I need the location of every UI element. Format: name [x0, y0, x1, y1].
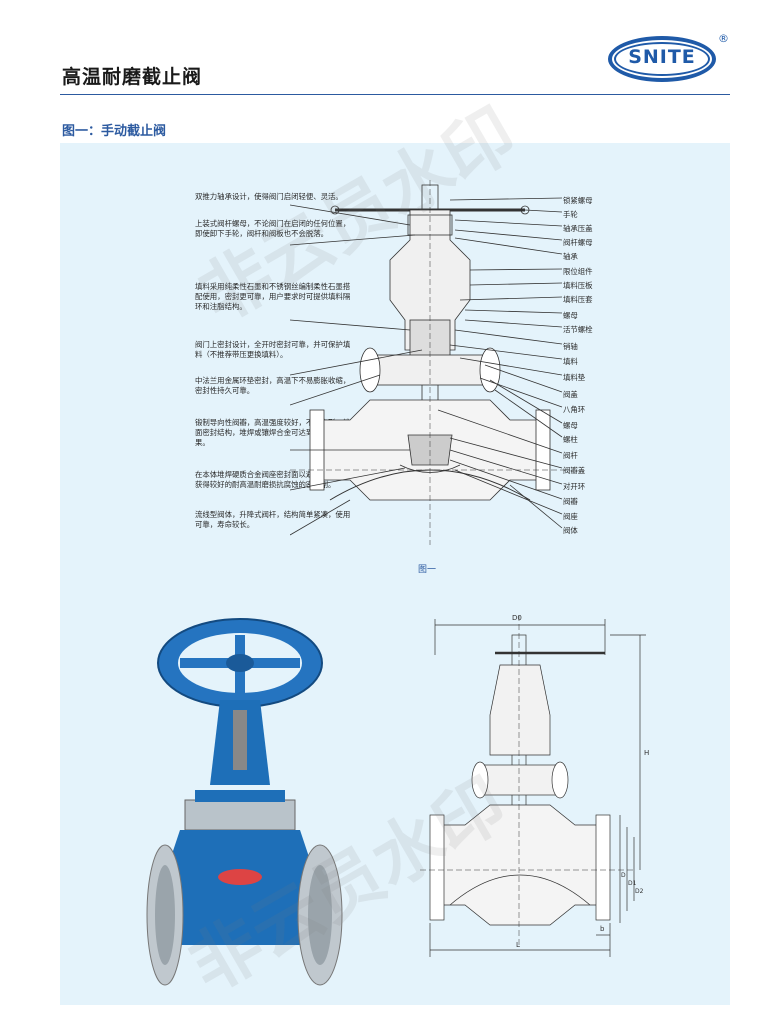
part-label: 轴承	[563, 252, 578, 261]
note-upper-seal: 阀门上密封设计，全开时密封可靠，并可保护填料（不推荐带压更换填料）。	[195, 340, 351, 359]
dim-d0: D0	[512, 614, 522, 622]
logo-text: SNITE	[628, 46, 696, 68]
dim-d2: D2	[635, 888, 644, 895]
part-label: 填料垫	[563, 373, 586, 382]
part-label: 填料压板	[563, 281, 593, 290]
part-label: 活节螺栓	[563, 325, 593, 334]
valve-cross-section-drawing	[290, 180, 570, 545]
note-ring-gasket: 中法兰用金属环垫密封，高温下不易膨胀收缩，密封性持久可靠。	[195, 376, 351, 395]
part-label: 手轮	[563, 210, 578, 219]
dim-h: H	[644, 749, 649, 757]
part-label: 阀体	[563, 526, 578, 535]
dim-b: b	[600, 925, 605, 933]
part-label: 填料	[563, 357, 578, 366]
part-label: 销轴	[563, 342, 578, 351]
part-label: 螺母	[563, 421, 578, 430]
part-label: 限位组件	[563, 267, 593, 276]
note-disc: 锻制导向性阀瓣，高温强度较好，不易变形，锥面密封结构，堆焊或镶焊合金可达到理想密…	[195, 418, 351, 447]
section-title: 图一：手动截止阀	[62, 124, 167, 139]
registered-mark: ®	[718, 32, 729, 45]
part-label: 对开环	[563, 482, 586, 491]
part-label: 阀瓣盖	[563, 466, 586, 475]
dim-l: L	[516, 941, 520, 949]
note-packing: 填料采用纯柔性石墨和不锈钢丝编制柔性石墨搭配使用，密封更可靠，用户要求时可提供填…	[195, 282, 351, 311]
note-thrust-bearing: 双推力轴承设计，使得阀门启闭轻便、灵活。	[195, 192, 343, 201]
dim-d: D	[621, 872, 626, 879]
note-stem-nut: 上装式阀杆螺母，不论阀门在启闭的任何位置，即使卸下手轮，阀杆和阀板也不会脱落。	[195, 219, 351, 238]
valve-photo	[146, 618, 343, 986]
part-label: 螺柱	[563, 435, 578, 444]
part-label: 阀杆螺母	[563, 238, 593, 247]
note-body: 流线型阀体，升降式阀杆，结构简单紧凑，使用可靠，寿命较长。	[195, 510, 351, 529]
note-seat: 在本体堆焊硬质合金阀座密封面以避免焊接，可获得较好的耐高温耐磨损抗腐蚀的密封副。	[195, 470, 351, 489]
part-label: 阀座	[563, 512, 578, 521]
snite-logo: SNITE ®	[608, 32, 729, 86]
dim-d1: D1	[628, 880, 637, 887]
figure-caption: 图一	[418, 565, 437, 575]
part-label: 螺母	[563, 311, 578, 320]
part-label: 锁紧螺母	[563, 196, 593, 205]
part-label: 填料压套	[563, 295, 593, 304]
part-label: 阀杆	[563, 451, 578, 460]
part-label: 八角环	[563, 405, 586, 414]
part-label: 阀瓣	[563, 497, 578, 506]
header-rule	[60, 94, 730, 95]
valve-dimension-drawing: D0 H L b D D1 D2	[420, 614, 649, 957]
part-label: 阀盖	[563, 390, 578, 399]
part-label: 轴承压盖	[563, 224, 593, 233]
page-title: 高温耐磨截止阀	[62, 66, 203, 88]
